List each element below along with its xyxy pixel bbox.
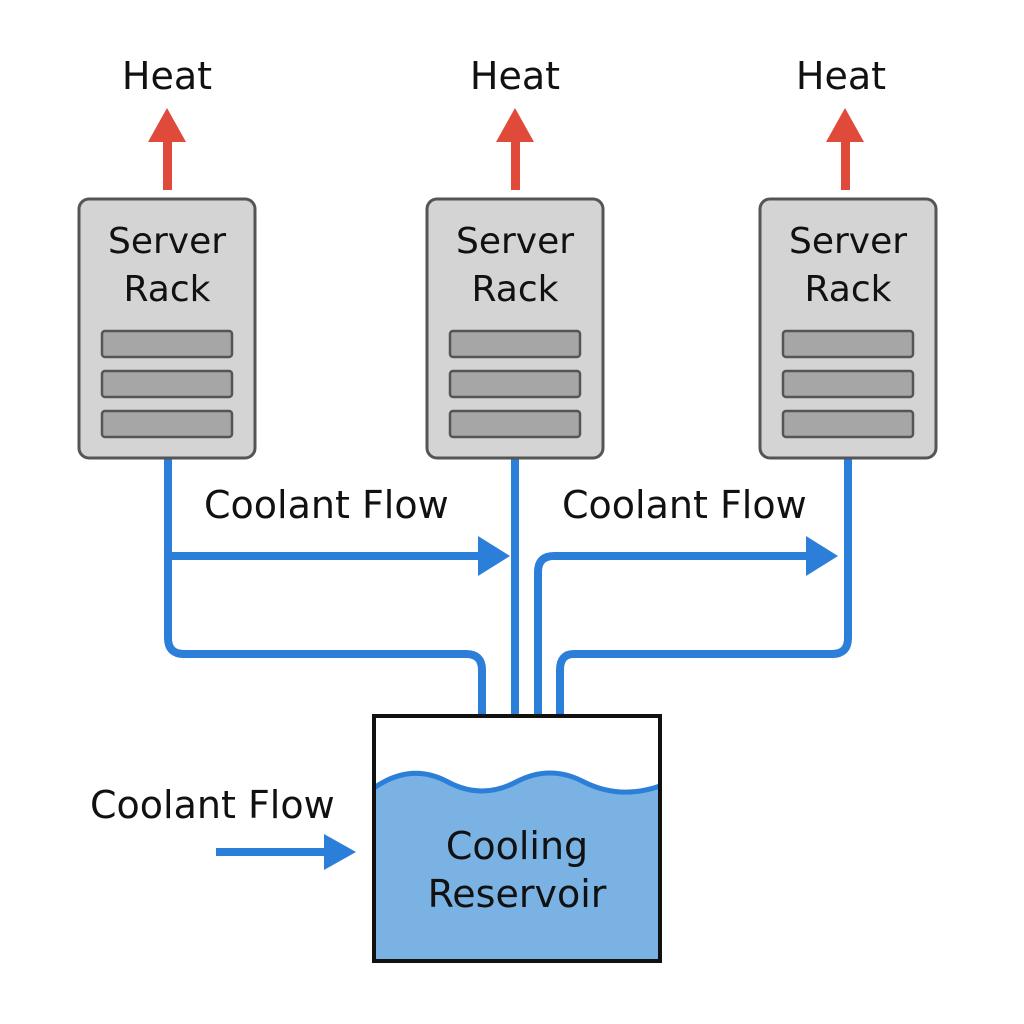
rack-label-line2: Rack [471, 269, 559, 310]
heat-label-3: Heat [795, 54, 887, 98]
water-surface [372, 770, 661, 795]
rack-slot [781, 329, 915, 359]
heat-arrow-3 [826, 108, 864, 190]
coolant-pipes [164, 458, 852, 856]
rack-slot [781, 369, 915, 399]
rack-label-line2: Rack [123, 269, 211, 310]
server-rack-1 [77, 197, 257, 460]
flow-arrowhead-left [478, 536, 510, 576]
rack-slot [448, 409, 582, 439]
rack-slot [781, 409, 915, 439]
cooling-reservoir [372, 714, 662, 963]
rack-label-line1: Server [455, 221, 575, 262]
coolant-flow-label-inlet: Coolant Flow [90, 783, 335, 827]
rack-label-1: Server Rack [82, 218, 252, 314]
rack-label-line1: Server [788, 221, 908, 262]
rack-slot [448, 329, 582, 359]
server-rack-2 [425, 197, 605, 460]
pipe-right-return [556, 458, 852, 716]
reservoir-label-line2: Reservoir [427, 872, 607, 916]
heat-label-2: Heat [469, 54, 561, 98]
heat-label-1: Heat [121, 54, 213, 98]
reservoir-label: Cooling Reservoir [387, 822, 647, 918]
heat-arrow-1 [148, 108, 186, 190]
rack-label-3: Server Rack [763, 218, 933, 314]
rack-label-2: Server Rack [430, 218, 600, 314]
rack-label-line1: Server [107, 221, 227, 262]
server-rack-3 [758, 197, 938, 460]
rack-slot [100, 329, 234, 359]
pipe-left-return [164, 458, 486, 716]
reservoir-water [374, 773, 660, 961]
rack-slot [100, 369, 234, 399]
flow-arrowhead-right [806, 536, 838, 576]
coolant-flow-label-left: Coolant Flow [204, 483, 449, 527]
heat-arrow-2 [496, 108, 534, 190]
reservoir-label-line1: Cooling [445, 824, 589, 868]
pipe-right-branch [534, 552, 822, 716]
rack-slot [100, 409, 234, 439]
rack-slot [448, 369, 582, 399]
coolant-flow-label-right: Coolant Flow [562, 483, 807, 527]
rack-label-line2: Rack [804, 269, 892, 310]
flow-arrowhead-inlet [324, 834, 356, 870]
